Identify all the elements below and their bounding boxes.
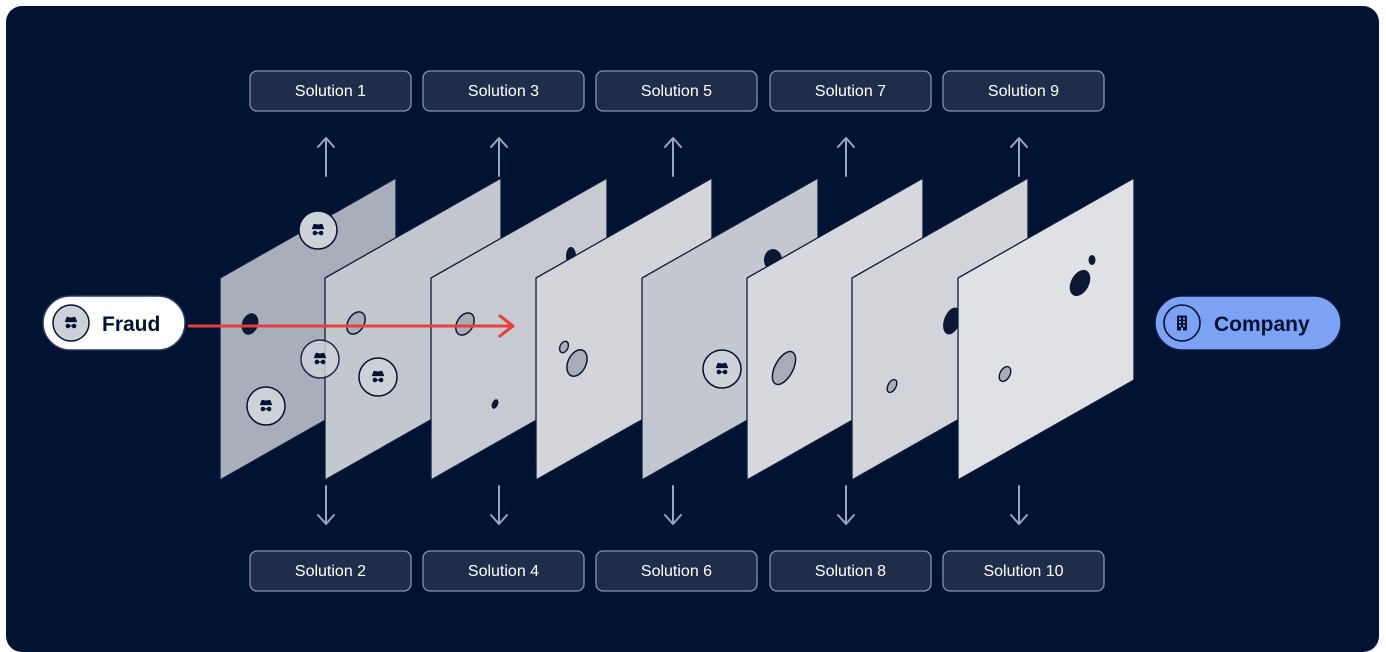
spy-token — [300, 339, 340, 379]
solution-box-4[interactable]: Solution 4 — [422, 550, 585, 592]
layer-8 — [957, 176, 1135, 482]
defense-layers — [219, 176, 1135, 482]
fraud-label: Fraud — [102, 313, 160, 336]
spy-token — [358, 357, 398, 397]
arrow-up-icon — [664, 137, 682, 177]
arrow-up-icon — [317, 137, 335, 177]
arrow-up-icon — [1010, 137, 1028, 177]
solution-label: Solution 6 — [641, 563, 712, 580]
arrow-up-icon — [837, 137, 855, 177]
arrow-down-icon — [1010, 485, 1028, 525]
solution-box-8[interactable]: Solution 8 — [769, 550, 932, 592]
building-icon — [1177, 315, 1187, 331]
solutions-top: Solution 1 Solution 3 Solution 5 Solutio… — [249, 70, 1105, 112]
attack-arrow-head-icon — [498, 314, 515, 338]
arrow-down-icon — [837, 485, 855, 525]
diagram-frame: Solution 1 Solution 3 Solution 5 Solutio… — [6, 6, 1379, 652]
arrow-up-icon — [490, 137, 508, 177]
solution-box-5[interactable]: Solution 5 — [595, 70, 758, 112]
solution-label: Solution 3 — [468, 83, 539, 100]
spy-token — [298, 210, 338, 250]
solution-label: Solution 1 — [295, 83, 366, 100]
swiss-cheese-diagram: Solution 1 Solution 3 Solution 5 Solutio… — [42, 70, 1342, 592]
solution-box-9[interactable]: Solution 9 — [942, 70, 1105, 112]
arrow-down-icon — [490, 485, 508, 525]
solutions-bottom: Solution 2 Solution 4 Solution 6 Solutio… — [249, 550, 1105, 592]
solution-box-10[interactable]: Solution 10 — [942, 550, 1105, 592]
up-arrows — [317, 137, 1028, 177]
spy-token — [702, 349, 742, 389]
solution-label: Solution 7 — [815, 83, 886, 100]
attack-path — [188, 314, 515, 338]
spy-token — [246, 386, 286, 426]
solution-label: Solution 10 — [983, 563, 1063, 580]
fraud-tokens — [246, 210, 742, 426]
solution-label: Solution 9 — [988, 83, 1059, 100]
solution-label: Solution 2 — [295, 563, 366, 580]
down-arrows — [317, 485, 1028, 525]
solution-box-1[interactable]: Solution 1 — [249, 70, 412, 112]
arrow-down-icon — [664, 485, 682, 525]
solution-box-7[interactable]: Solution 7 — [769, 70, 932, 112]
fraud-pill[interactable]: Fraud — [42, 295, 186, 351]
solution-box-6[interactable]: Solution 6 — [595, 550, 758, 592]
company-pill[interactable]: Company — [1154, 295, 1342, 351]
solution-box-2[interactable]: Solution 2 — [249, 550, 412, 592]
solution-label: Solution 4 — [468, 563, 539, 580]
solution-label: Solution 8 — [815, 563, 886, 580]
solution-label: Solution 5 — [641, 83, 712, 100]
arrow-down-icon — [317, 485, 335, 525]
company-label: Company — [1214, 313, 1310, 336]
solution-box-3[interactable]: Solution 3 — [422, 70, 585, 112]
